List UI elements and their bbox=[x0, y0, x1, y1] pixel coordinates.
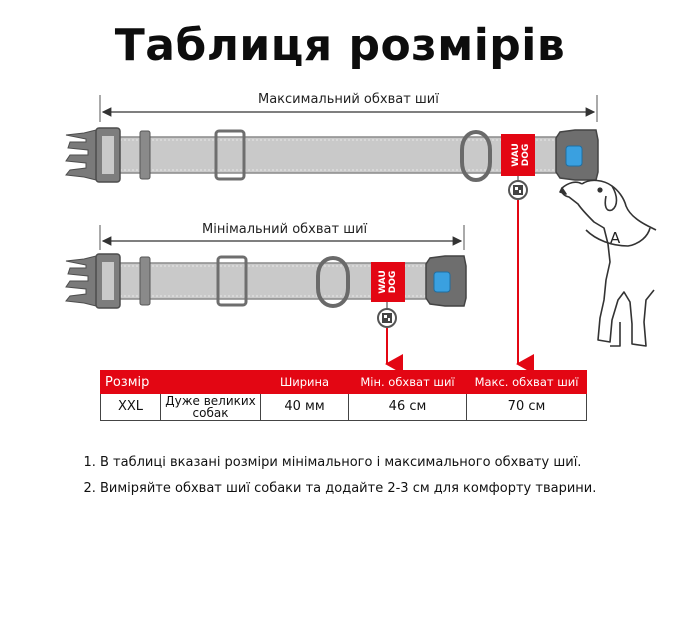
brand-text: DOG bbox=[521, 144, 531, 167]
qr-tag-icon bbox=[508, 176, 528, 200]
buckle-male-icon bbox=[65, 253, 121, 309]
buckle-male-icon bbox=[65, 127, 121, 183]
column-header: Розмір bbox=[100, 370, 161, 394]
slider-icon bbox=[139, 129, 246, 181]
buckle-female-icon bbox=[555, 129, 599, 181]
slider-icon bbox=[139, 255, 248, 307]
min-dimension-line bbox=[99, 225, 465, 250]
table-header-row: Розмір Ширина Мін. обхват шиї Макс. обхв… bbox=[100, 370, 587, 394]
notes-list: В таблиці вказані розміри мінімального і… bbox=[82, 450, 596, 502]
list-item: В таблиці вказані розміри мінімального і… bbox=[100, 450, 596, 476]
brand-label: WAU DOG bbox=[501, 134, 535, 176]
size-table: Розмір Ширина Мін. обхват шиї Макс. обхв… bbox=[100, 370, 587, 421]
table-row: XXL Дуже великих собак 40 мм 46 см 70 см bbox=[100, 393, 587, 421]
d-ring-icon bbox=[460, 130, 492, 182]
brand-label: WAU DOG bbox=[371, 262, 405, 302]
table-cell: Дуже великих собак bbox=[160, 393, 261, 421]
d-ring-icon bbox=[316, 256, 350, 308]
max-girth-label: Максимальний обхват шиї bbox=[252, 92, 445, 107]
min-girth-label: Мінімальний обхват шиї bbox=[196, 222, 374, 237]
list-item: Виміряйте обхват шиї собаки та додайте 2… bbox=[100, 476, 596, 502]
brand-text: DOG bbox=[388, 271, 398, 294]
brand-text: WAU bbox=[378, 270, 388, 294]
collar-min: WAU DOG bbox=[65, 253, 467, 328]
dog-outline-icon bbox=[559, 179, 657, 347]
max-dimension-line bbox=[99, 95, 598, 122]
page-title: Таблиця розмірів bbox=[114, 20, 566, 71]
collar-max: WAU DOG bbox=[65, 127, 599, 200]
column-header: Мін. обхват шиї bbox=[348, 370, 467, 394]
column-header bbox=[160, 370, 261, 394]
table-cell: 70 см bbox=[466, 393, 587, 421]
qr-tag-icon bbox=[377, 302, 397, 328]
column-header: Макс. обхват шиї bbox=[466, 370, 587, 394]
brand-text: WAU bbox=[511, 143, 521, 167]
table-cell: XXL bbox=[100, 393, 161, 421]
table-cell: 40 мм bbox=[260, 393, 349, 421]
buckle-female-icon bbox=[425, 255, 467, 307]
dog-marker-label: A bbox=[610, 229, 621, 247]
column-header: Ширина bbox=[260, 370, 349, 394]
collar-diagram: WAU DOG bbox=[65, 95, 657, 370]
table-cell: 46 см bbox=[348, 393, 467, 421]
